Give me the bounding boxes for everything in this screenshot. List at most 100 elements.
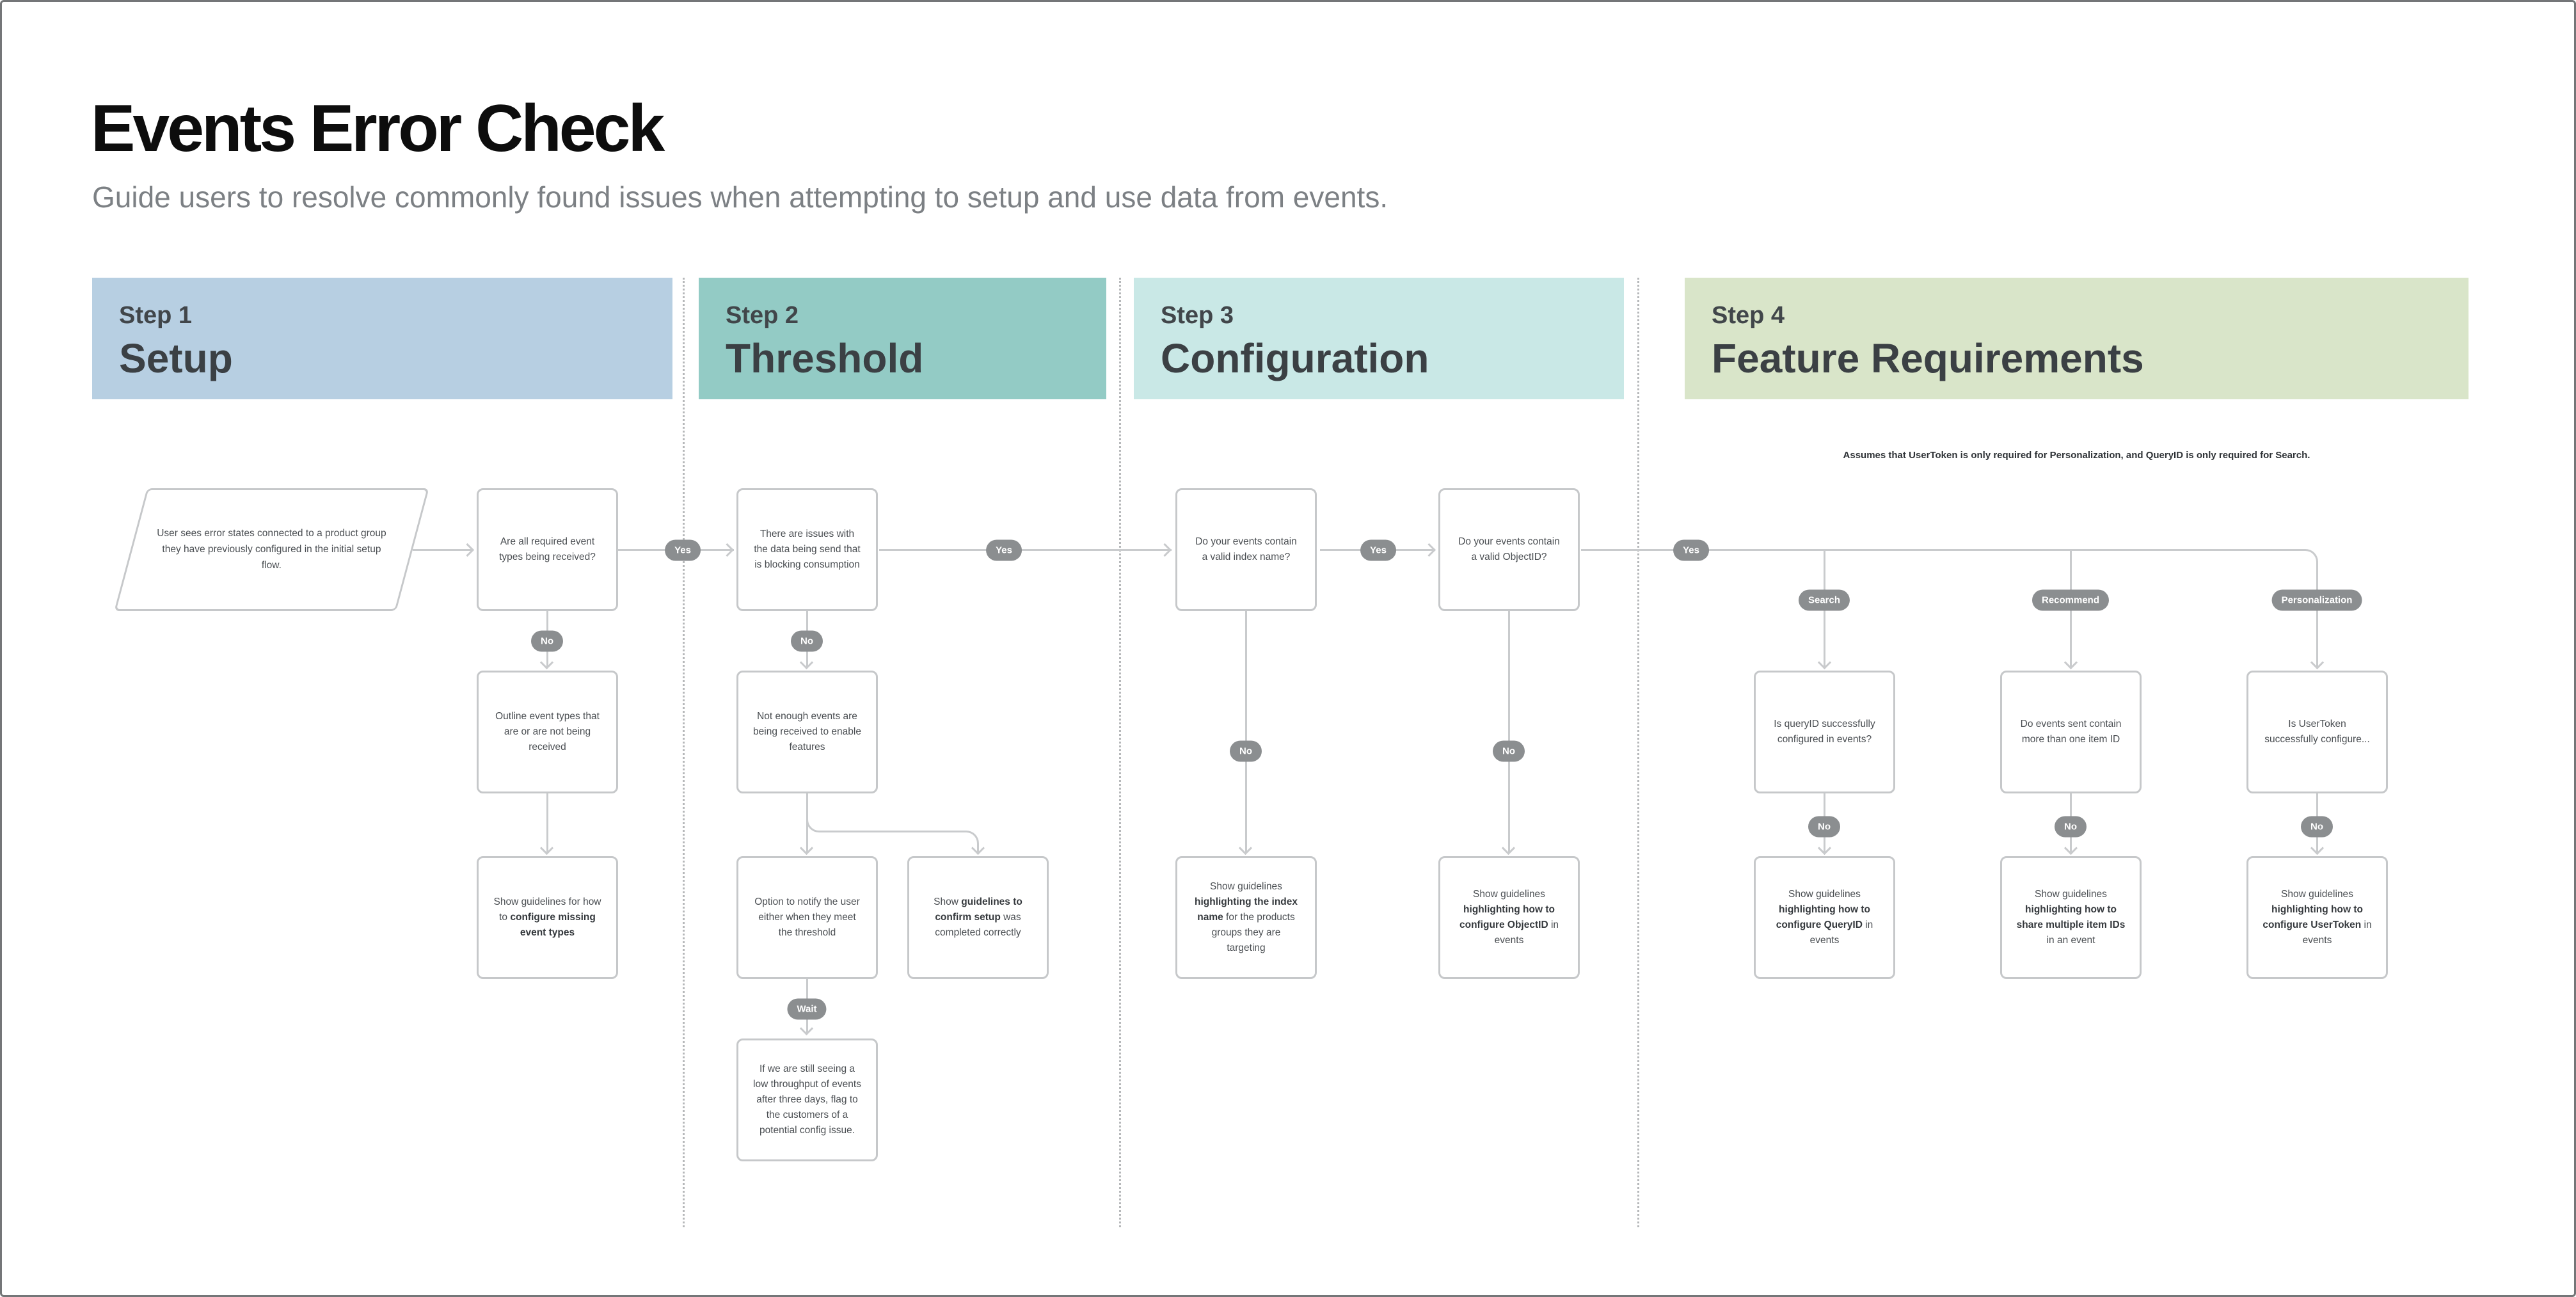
- arrowhead-down-icon: [539, 841, 554, 855]
- node-show-configure-objectid[interactable]: Show guidelines highlighting how to conf…: [1438, 856, 1580, 979]
- node-show-configure-usertoken[interactable]: Show guidelines highlighting how to conf…: [2246, 856, 2388, 979]
- node-text: There are issues with the data being sen…: [754, 528, 861, 570]
- node-flag-config-issue[interactable]: If we are still seeing a low throughput …: [736, 1038, 878, 1161]
- page-title: Events Error Check: [91, 92, 665, 166]
- step-label: Step 1: [119, 302, 193, 329]
- page-subtitle: Guide users to resolve commonly found is…: [92, 180, 1388, 214]
- arrowhead-right-icon: [1422, 543, 1436, 557]
- node-event-types-question[interactable]: Are all required event types being recei…: [477, 488, 618, 611]
- assumption-note: Assumes that UserToken is only required …: [1843, 450, 2310, 461]
- connector-outline-to-show: [546, 793, 548, 853]
- arrowhead-down-icon: [799, 841, 814, 855]
- node-text: Do events sent contain more than one ite…: [2020, 718, 2122, 745]
- node-text: Show guidelines highlighting how to conf…: [2262, 888, 2372, 946]
- node-usertoken-question[interactable]: Is UserToken successfully configure...: [2246, 671, 2388, 793]
- step-header-feature-requirements[interactable]: Step 4 Feature Requirements: [1685, 278, 2469, 399]
- node-objectid-question[interactable]: Do your events contain a valid ObjectID?: [1438, 488, 1580, 611]
- node-text: Are all required event types being recei…: [499, 536, 596, 562]
- label-pill-no-7[interactable]: No: [2301, 816, 2333, 838]
- node-data-issues[interactable]: There are issues with the data being sen…: [736, 488, 878, 611]
- arrowhead-down-icon: [539, 655, 554, 670]
- label-pill-no-4[interactable]: No: [1493, 740, 1525, 762]
- step-label: Step 4: [1712, 302, 1785, 329]
- node-text: Show guidelines to confirm setup was com…: [934, 896, 1022, 938]
- arrowhead-down-icon: [799, 1021, 814, 1036]
- connector-split-corner: [806, 816, 824, 832]
- label-pill-no-2[interactable]: No: [791, 630, 823, 652]
- connector-personalization-drop: [2316, 567, 2318, 667]
- connector-split-corner: [961, 831, 979, 848]
- step-name: Setup: [119, 335, 233, 381]
- arrowhead-down-icon: [1238, 841, 1253, 855]
- node-show-index-name[interactable]: Show guidelines highlighting the index n…: [1175, 856, 1317, 979]
- arrowhead-down-icon: [1817, 655, 1832, 670]
- label-pill-yes-4[interactable]: Yes: [1673, 539, 1709, 561]
- connector-start-to-q1: [413, 549, 473, 551]
- arrowhead-down-icon: [799, 655, 814, 670]
- step-header-setup[interactable]: Step 1 Setup: [92, 278, 672, 399]
- label-pill-no-6[interactable]: No: [2055, 816, 2087, 838]
- arrowhead-right-icon: [1157, 543, 1172, 557]
- node-text: Show guidelines for how to configure mis…: [493, 896, 601, 938]
- node-text: Show guidelines highlighting how to shar…: [2016, 888, 2126, 946]
- node-text: Show guidelines highlighting how to conf…: [1459, 888, 1559, 946]
- label-pill-personalization[interactable]: Personalization: [2271, 589, 2362, 611]
- arrowhead-down-icon: [2310, 841, 2325, 855]
- label-pill-yes-2[interactable]: Yes: [986, 539, 1022, 561]
- connector-branch-elbow: [2300, 549, 2318, 568]
- node-notify-option[interactable]: Option to notify the user either when th…: [736, 856, 878, 979]
- node-text: Is UserToken successfully configure...: [2264, 718, 2370, 745]
- label-pill-wait[interactable]: Wait: [787, 998, 827, 1020]
- step-name: Threshold: [726, 335, 924, 381]
- node-queryid-question[interactable]: Is queryID successfully configured in ev…: [1754, 671, 1895, 793]
- step-header-configuration[interactable]: Step 3 Configuration: [1134, 278, 1624, 399]
- node-outline-event-types[interactable]: Outline event types that are or are not …: [477, 671, 618, 793]
- node-not-enough-events[interactable]: Not enough events are being received to …: [736, 671, 878, 793]
- connector-index-no: [1245, 611, 1247, 853]
- node-text: Show guidelines highlighting how to conf…: [1776, 888, 1873, 946]
- node-text: Show guidelines highlighting the index n…: [1194, 880, 1298, 954]
- connector-split-drop: [977, 847, 979, 853]
- node-text: Outline event types that are or are not …: [495, 710, 600, 752]
- step-label: Step 2: [726, 302, 799, 329]
- connector-objectid-yes-branch: [1581, 549, 2300, 551]
- node-text: Is queryID successfully configured in ev…: [1774, 718, 1875, 745]
- node-confirm-setup[interactable]: Show guidelines to confirm setup was com…: [907, 856, 1049, 979]
- connector-objectid-no: [1508, 611, 1510, 853]
- label-pill-no-5[interactable]: No: [1808, 816, 1840, 838]
- node-show-share-item-ids[interactable]: Show guidelines highlighting how to shar…: [2000, 856, 2142, 979]
- step-name: Configuration: [1161, 335, 1429, 381]
- node-text: Do your events contain a valid ObjectID?: [1458, 536, 1560, 562]
- label-pill-yes-1[interactable]: Yes: [665, 539, 701, 561]
- connector-split-horizontal: [824, 831, 961, 832]
- column-separator: [683, 278, 685, 1227]
- node-show-configure-queryid[interactable]: Show guidelines highlighting how to conf…: [1754, 856, 1895, 979]
- arrowhead-right-icon: [720, 543, 735, 557]
- label-pill-recommend[interactable]: Recommend: [2031, 589, 2110, 611]
- arrowhead-down-icon: [1817, 841, 1832, 855]
- label-pill-no-3[interactable]: No: [1230, 740, 1262, 762]
- column-separator: [1119, 278, 1121, 1227]
- node-text: If we are still seeing a low throughput …: [753, 1063, 861, 1136]
- node-start[interactable]: User sees error states connected to a pr…: [114, 488, 429, 611]
- label-pill-no-1[interactable]: No: [531, 630, 563, 652]
- arrowhead-down-icon: [1501, 841, 1516, 855]
- arrowhead-down-icon: [2063, 841, 2078, 855]
- column-separator: [1637, 278, 1639, 1227]
- connector-issues-yes: [879, 549, 1172, 551]
- step-name: Feature Requirements: [1712, 335, 2144, 381]
- node-index-name-question[interactable]: Do your events contain a valid index nam…: [1175, 488, 1317, 611]
- node-text: Option to notify the user either when th…: [754, 896, 860, 938]
- step-header-threshold[interactable]: Step 2 Threshold: [699, 278, 1106, 399]
- node-text: User sees error states connected to a pr…: [157, 527, 386, 571]
- node-show-configure-missing[interactable]: Show guidelines for how to configure mis…: [477, 856, 618, 979]
- arrowhead-down-icon: [2310, 655, 2325, 670]
- label-pill-yes-3[interactable]: Yes: [1360, 539, 1396, 561]
- arrowhead-down-icon: [2063, 655, 2078, 670]
- label-pill-search[interactable]: Search: [1798, 589, 1850, 611]
- node-text: Do your events contain a valid index nam…: [1195, 536, 1297, 562]
- arrowhead-right-icon: [460, 543, 475, 557]
- node-text: Not enough events are being received to …: [753, 710, 861, 752]
- node-item-id-question[interactable]: Do events sent contain more than one ite…: [2000, 671, 2142, 793]
